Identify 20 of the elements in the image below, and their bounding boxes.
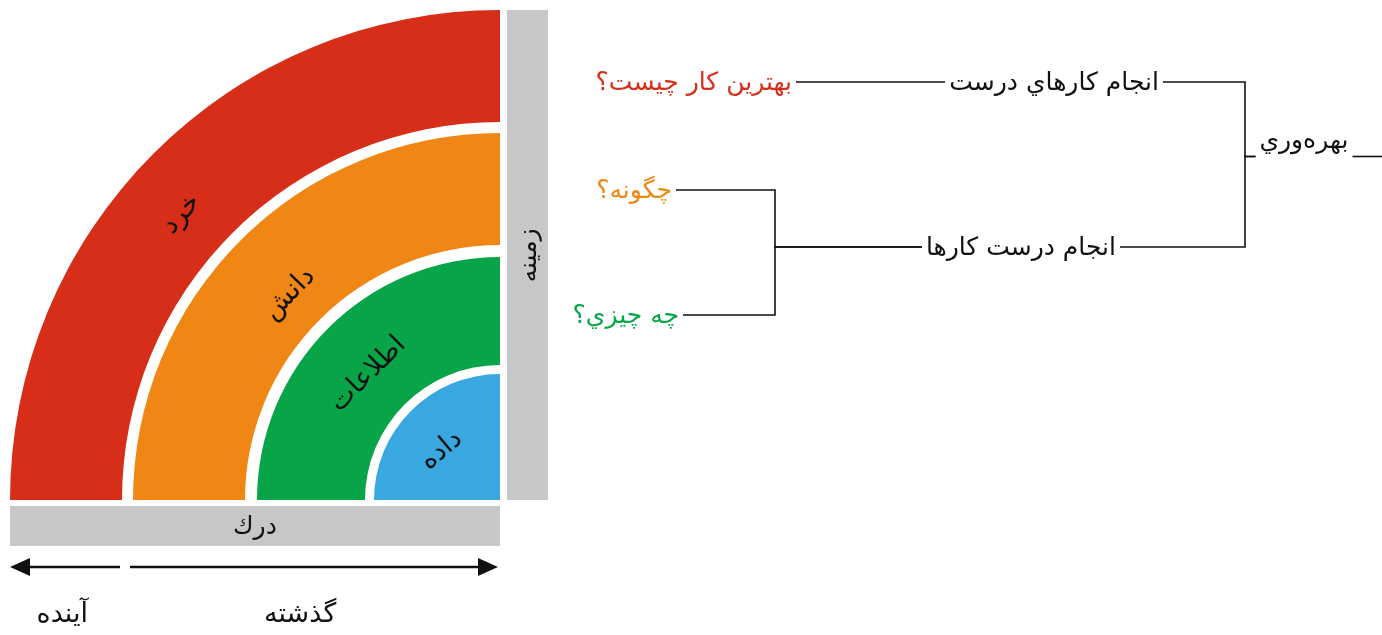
heading-text: بهره‌وري [1255,123,1353,157]
axis-bar [507,10,548,500]
axis-label: آینده [36,596,88,628]
connector-line [1119,155,1257,248]
question-text: چگونه؟ [592,173,676,207]
question-text: بهترین کار چیست؟ [592,65,796,99]
connector-line [1351,155,1382,158]
band-label: خرد [153,185,206,239]
question-text: چه چیزي؟ [569,298,683,332]
connector-line [682,246,923,316]
bar-label: درك [233,511,277,541]
band-label: داده [412,421,468,475]
bar-label: زمینه [513,227,542,282]
axis-bar [10,506,500,546]
connector-line [795,81,946,83]
node-text: انجام درست کارها [922,230,1120,264]
axis-label: گذشته [264,596,337,628]
node-text: انجام کارهاي درست [945,65,1163,99]
band-label: اطلاعات [321,327,411,417]
band-label: دانش [254,259,320,325]
